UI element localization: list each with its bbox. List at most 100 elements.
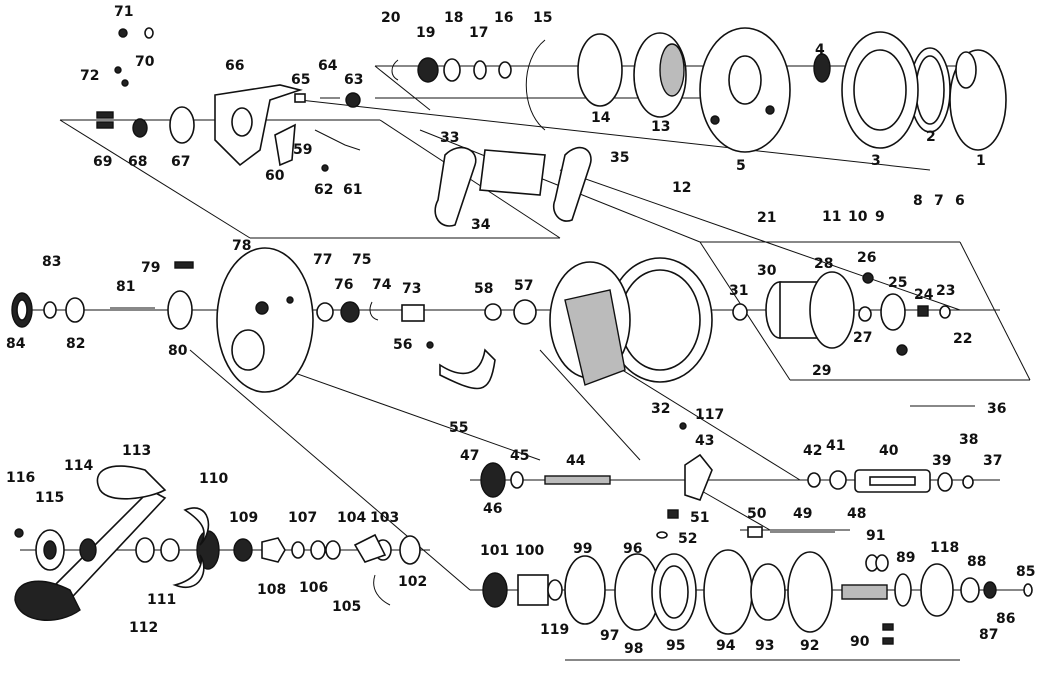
callout-49: 49	[793, 506, 812, 522]
callout-31: 31	[729, 283, 748, 299]
callout-79: 79	[141, 260, 160, 276]
callout-91: 91	[866, 528, 885, 544]
callout-10: 10	[848, 209, 868, 225]
callout-16: 16	[494, 10, 513, 26]
callout-73: 73	[402, 281, 421, 297]
callout-86: 86	[996, 611, 1015, 627]
callout-35: 35	[610, 150, 629, 166]
part-drawings	[11, 27, 1033, 645]
callout-34: 34	[471, 217, 491, 233]
callout-3: 3	[871, 153, 881, 169]
callout-27: 27	[853, 330, 872, 346]
callout-23: 23	[936, 283, 955, 299]
callout-106: 106	[299, 580, 328, 596]
callout-90: 90	[850, 634, 870, 650]
callout-38: 38	[959, 432, 978, 448]
callout-113: 113	[122, 443, 151, 459]
callout-11: 11	[822, 209, 841, 225]
callout-96: 96	[623, 541, 642, 557]
callout-41: 41	[826, 438, 845, 454]
callout-7: 7	[934, 193, 944, 209]
callout-13: 13	[651, 119, 670, 135]
callout-95: 95	[666, 638, 685, 654]
callout-89: 89	[896, 550, 915, 566]
callout-44: 44	[566, 453, 586, 469]
callout-63: 63	[344, 72, 363, 88]
callout-87: 87	[979, 627, 998, 643]
callout-15: 15	[533, 10, 552, 26]
callout-56: 56	[393, 337, 412, 353]
callout-75: 75	[352, 252, 371, 268]
callout-labels: 1 2 3 4 5 6 7 8 9 10 11 12 13 14 15 16 1…	[6, 4, 1035, 657]
callout-61: 61	[343, 182, 362, 198]
callout-98: 98	[624, 641, 643, 657]
callout-85: 85	[1016, 564, 1035, 580]
callout-116: 116	[6, 470, 35, 486]
callout-48: 48	[847, 506, 866, 522]
callout-4: 4	[815, 42, 825, 58]
callout-97: 97	[600, 628, 619, 644]
callout-2: 2	[926, 129, 936, 145]
callout-65: 65	[291, 72, 310, 88]
callout-74: 74	[372, 277, 392, 293]
callout-115: 115	[35, 490, 64, 506]
callout-36: 36	[987, 401, 1006, 417]
callout-21: 21	[757, 210, 776, 226]
callout-69: 69	[93, 154, 112, 170]
callout-81: 81	[116, 279, 135, 295]
callout-47: 47	[460, 448, 479, 464]
callout-67: 67	[171, 154, 190, 170]
callout-76: 76	[334, 277, 353, 293]
callout-84: 84	[6, 336, 26, 352]
callout-43: 43	[695, 433, 714, 449]
callout-57: 57	[514, 278, 533, 294]
callout-103: 103	[370, 510, 399, 526]
callout-77: 77	[313, 252, 332, 268]
callout-80: 80	[168, 343, 188, 359]
callout-12: 12	[672, 180, 691, 196]
callout-59: 59	[293, 142, 312, 158]
callout-8: 8	[913, 193, 923, 209]
callout-82: 82	[66, 336, 85, 352]
callout-108: 108	[257, 582, 286, 598]
callout-64: 64	[318, 58, 338, 74]
callout-117: 117	[695, 407, 724, 423]
callout-101: 101	[480, 543, 509, 559]
callout-32: 32	[651, 401, 670, 417]
callout-26: 26	[857, 250, 876, 266]
callout-83: 83	[42, 254, 61, 270]
callout-112: 112	[129, 620, 158, 636]
callout-40: 40	[879, 443, 899, 459]
callout-62: 62	[314, 182, 333, 198]
callout-114: 114	[64, 458, 93, 474]
callout-33: 33	[440, 130, 459, 146]
callout-55: 55	[449, 420, 468, 436]
callout-5: 5	[736, 158, 746, 174]
callout-18: 18	[444, 10, 463, 26]
callout-110: 110	[199, 471, 228, 487]
callout-88: 88	[967, 554, 986, 570]
callout-45: 45	[510, 448, 529, 464]
callout-6: 6	[955, 193, 965, 209]
callout-46: 46	[483, 501, 502, 517]
callout-119: 119	[540, 622, 569, 638]
callout-29: 29	[812, 363, 831, 379]
callout-118: 118	[930, 540, 959, 556]
callout-111: 111	[147, 592, 176, 608]
callout-70: 70	[135, 54, 155, 70]
callout-93: 93	[755, 638, 774, 654]
callout-99: 99	[573, 541, 592, 557]
callout-94: 94	[716, 638, 736, 654]
callout-25: 25	[888, 275, 907, 291]
callout-50: 50	[747, 506, 767, 522]
callout-51: 51	[690, 510, 709, 526]
callout-105: 105	[332, 599, 361, 615]
callout-30: 30	[757, 263, 777, 279]
callout-52: 52	[678, 531, 697, 547]
callout-20: 20	[381, 10, 401, 26]
callout-1: 1	[976, 153, 986, 169]
callout-104: 104	[337, 510, 366, 526]
callout-9: 9	[875, 209, 885, 225]
callout-100: 100	[515, 543, 544, 559]
